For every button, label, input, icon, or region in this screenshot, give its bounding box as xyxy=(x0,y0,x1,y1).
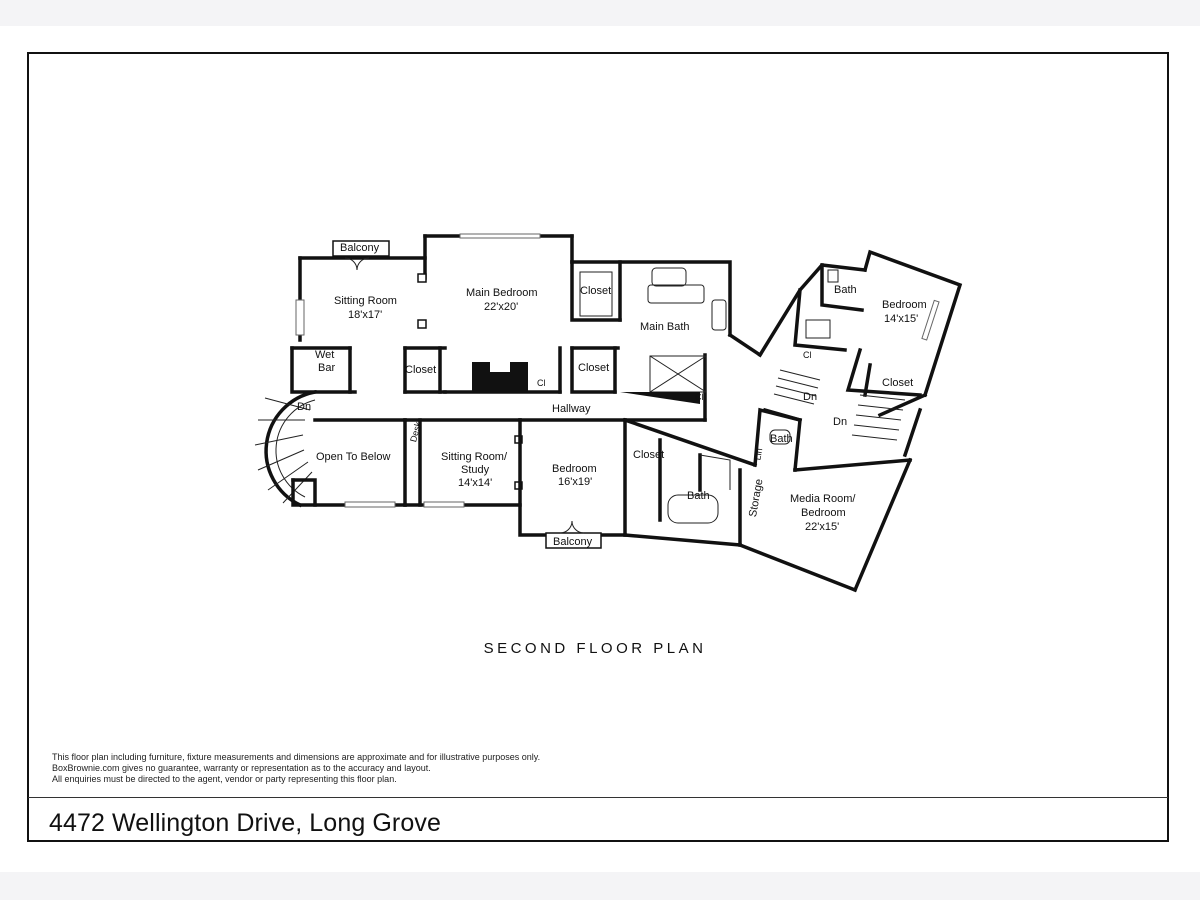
plan-frame xyxy=(27,52,1169,842)
balcony-top xyxy=(332,240,390,271)
label-main-bath: Main Bath xyxy=(640,321,690,333)
walls-hallway xyxy=(313,418,707,507)
label-closet-4: Closet xyxy=(633,449,664,461)
label-cl-2: Cl xyxy=(695,392,704,402)
disclaimer-line-2: BoxBrownie.com gives no guarantee, warra… xyxy=(52,763,431,773)
label-wet-bar-1: Wet xyxy=(315,349,334,361)
label-sitting-study-1: Sitting Room/ xyxy=(441,451,508,463)
label-bedroom-mid-dims: 16'x19' xyxy=(558,476,592,488)
stairs-right xyxy=(773,369,906,441)
open-below-area xyxy=(291,478,407,508)
label-lin: Lin xyxy=(752,447,764,461)
stair-wedge xyxy=(620,392,700,404)
label-wet-bar-2: Bar xyxy=(318,362,335,374)
disclaimer-line-1: This floor plan including furniture, fix… xyxy=(52,752,541,762)
label-dn-right: Dn xyxy=(833,416,847,428)
label-bedroom-right: Bedroom xyxy=(882,299,927,311)
plan-title: SECOND FLOOR PLAN xyxy=(483,640,707,657)
label-media-room-2: Bedroom xyxy=(801,507,846,519)
label-main-bedroom: Main Bedroom xyxy=(466,287,538,299)
label-open-to-below: Open To Below xyxy=(316,451,390,463)
walls-right-top xyxy=(757,249,963,458)
label-media-room-1: Media Room/ xyxy=(790,493,856,505)
balcony-bottom xyxy=(545,520,602,549)
walls-right-wing xyxy=(622,407,913,593)
label-main-bedroom-dims: 22'x20' xyxy=(484,301,518,313)
label-bath-small: Bath xyxy=(770,433,793,445)
label-bath-mid: Bath xyxy=(687,490,710,502)
spiral-stair xyxy=(254,389,318,508)
room-labels: Balcony Sitting Room 18'x17' Main Bedroo… xyxy=(297,242,927,548)
label-closet-2: Closet xyxy=(405,364,436,376)
main-bath-fixtures xyxy=(579,267,727,393)
label-balcony-top: Balcony xyxy=(340,242,380,254)
label-cl-1: Cl xyxy=(537,378,546,388)
label-media-room-dims: 22'x15' xyxy=(805,521,839,533)
small-bath xyxy=(762,407,803,445)
label-closet-3: Closet xyxy=(578,362,609,374)
label-dn-left: Dn xyxy=(297,401,311,413)
label-storage: Storage xyxy=(747,478,766,518)
label-cl-3: Cl xyxy=(803,350,812,360)
label-bedroom-mid: Bedroom xyxy=(552,463,597,475)
label-sitting-study-dims: 14'x14' xyxy=(458,477,492,489)
disclaimer: This floor plan including furniture, fix… xyxy=(52,752,540,785)
label-sitting-room: Sitting Room xyxy=(334,295,397,307)
label-bath-right-top: Bath xyxy=(834,284,857,296)
disclaimer-line-3: All enquiries must be directed to the ag… xyxy=(52,774,397,784)
label-closet-1: Closet xyxy=(580,285,611,297)
label-sitting-study-2: Study xyxy=(461,464,490,476)
windows-top xyxy=(295,233,541,336)
label-dn-mid: Dn xyxy=(803,391,817,403)
label-sitting-room-dims: 18'x17' xyxy=(348,309,382,321)
fireplace xyxy=(472,362,528,392)
property-address: 4472 Wellington Drive, Long Grove xyxy=(49,809,441,837)
footer-divider xyxy=(28,797,1168,798)
label-bedroom-right-dims: 14'x15' xyxy=(884,313,918,325)
label-hallway: Hallway xyxy=(552,403,591,415)
label-closet-right: Closet xyxy=(882,377,913,389)
label-balcony-bottom: Balcony xyxy=(553,536,593,548)
